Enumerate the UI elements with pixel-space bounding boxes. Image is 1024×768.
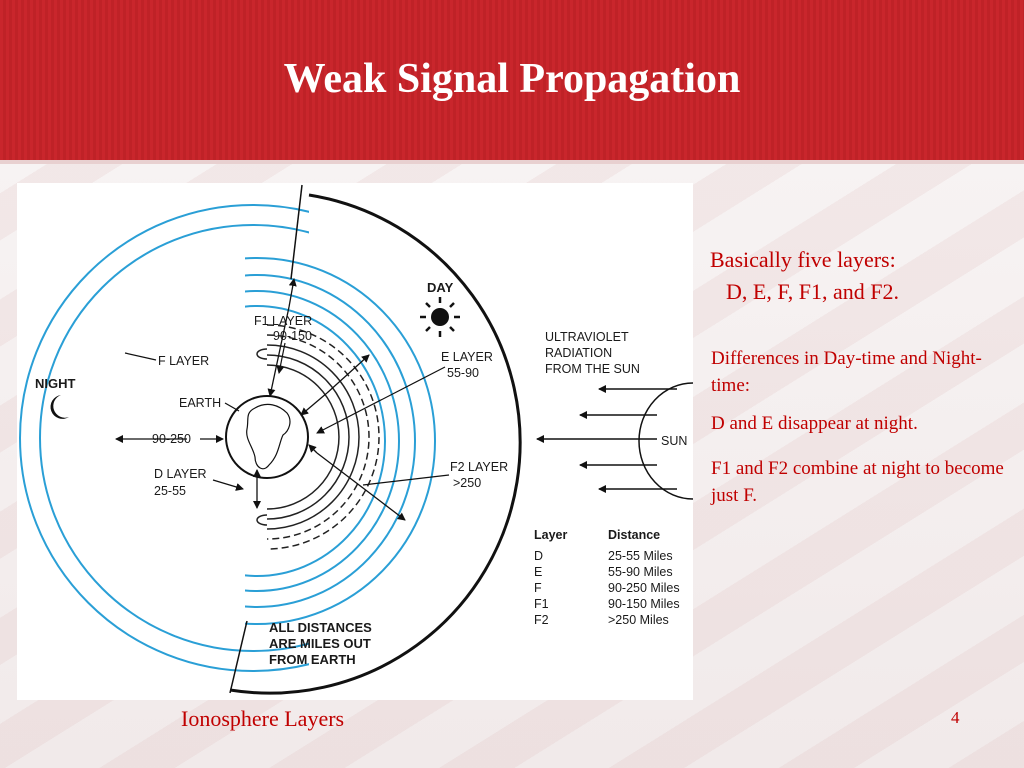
table-header-layer: Layer [534,528,567,542]
f2-range-label: >250 [453,476,481,490]
uv-line2: RADIATION [545,346,612,360]
notes-de-night: D and E disappear at night. [711,413,918,434]
uv-arrows [536,385,677,493]
table-cell: E [534,565,542,579]
notes-differences: Differences in Day-time and Night-time: [711,348,982,396]
ionosphere-diagram: DAY NIGHT F1 LAYER 90-150 F LAYER E LAYE… [17,183,693,700]
notes-f1f2: F1 and F2 combine at night to become jus… [711,458,1004,506]
table-header-distance: Distance [608,528,660,542]
d-range-label: 25-55 [154,484,186,498]
table-cell: 90-150 Miles [608,597,680,611]
layer-distance-table: Layer Distance D 25-55 Miles E 55-90 Mil… [534,528,680,627]
d-layer-label: D LAYER [154,467,207,481]
table-cell: >250 Miles [608,613,669,627]
f2-layer-label: F2 LAYER [450,460,508,474]
distance-note-line1: ALL DISTANCES [269,620,372,635]
title-bar: Weak Signal Propagation [0,0,1024,164]
diagram-caption: Ionosphere Layers [181,706,345,731]
sun-icon [420,297,460,337]
f1-range-label: 90-150 [273,329,312,343]
dashed-layers [256,324,380,550]
day-boundary-arc [229,193,522,695]
table-cell: 90-250 Miles [608,581,680,595]
uv-line1: ULTRAVIOLET [545,330,629,344]
table-cell: F1 [534,597,549,611]
ionosphere-svg: DAY NIGHT F1 LAYER 90-150 F LAYER E LAYE… [19,184,693,695]
pointer-lines [124,342,450,491]
day-label: DAY [427,280,454,295]
f1-layer-label: F1 LAYER [254,314,312,328]
e-layer-label: E LAYER [441,350,493,364]
earth-label: EARTH [179,396,221,410]
table-cell: F [534,581,542,595]
night-label: NIGHT [35,376,76,391]
distance-note-line3: FROM EARTH [269,652,356,667]
uv-line3: FROM THE SUN [545,362,640,376]
slide-title: Weak Signal Propagation [283,56,741,102]
distance-note-line2: ARE MILES OUT [269,636,371,651]
table-cell: 25-55 Miles [608,549,673,563]
table-cell: F2 [534,613,549,627]
page-number: 4 [951,708,960,727]
terminator-line-bottom [229,620,248,694]
terminator-line-top [290,184,303,280]
f-layer-label: F LAYER [158,354,209,368]
e-range-label: 55-90 [447,366,479,380]
distance-arrows [115,278,406,521]
night-f-rings [19,204,309,672]
notes-line-2: D, E, F, F1, and F2. [726,279,900,304]
table-cell: 55-90 Miles [608,565,673,579]
table-cell: D [534,549,543,563]
notes-line-1: Basically five layers: [710,247,896,272]
sun-arc [638,382,693,500]
day-f-rings [245,257,436,625]
moon-icon [50,395,69,419]
sun-label: SUN [661,434,687,448]
earth-continents [246,403,291,470]
